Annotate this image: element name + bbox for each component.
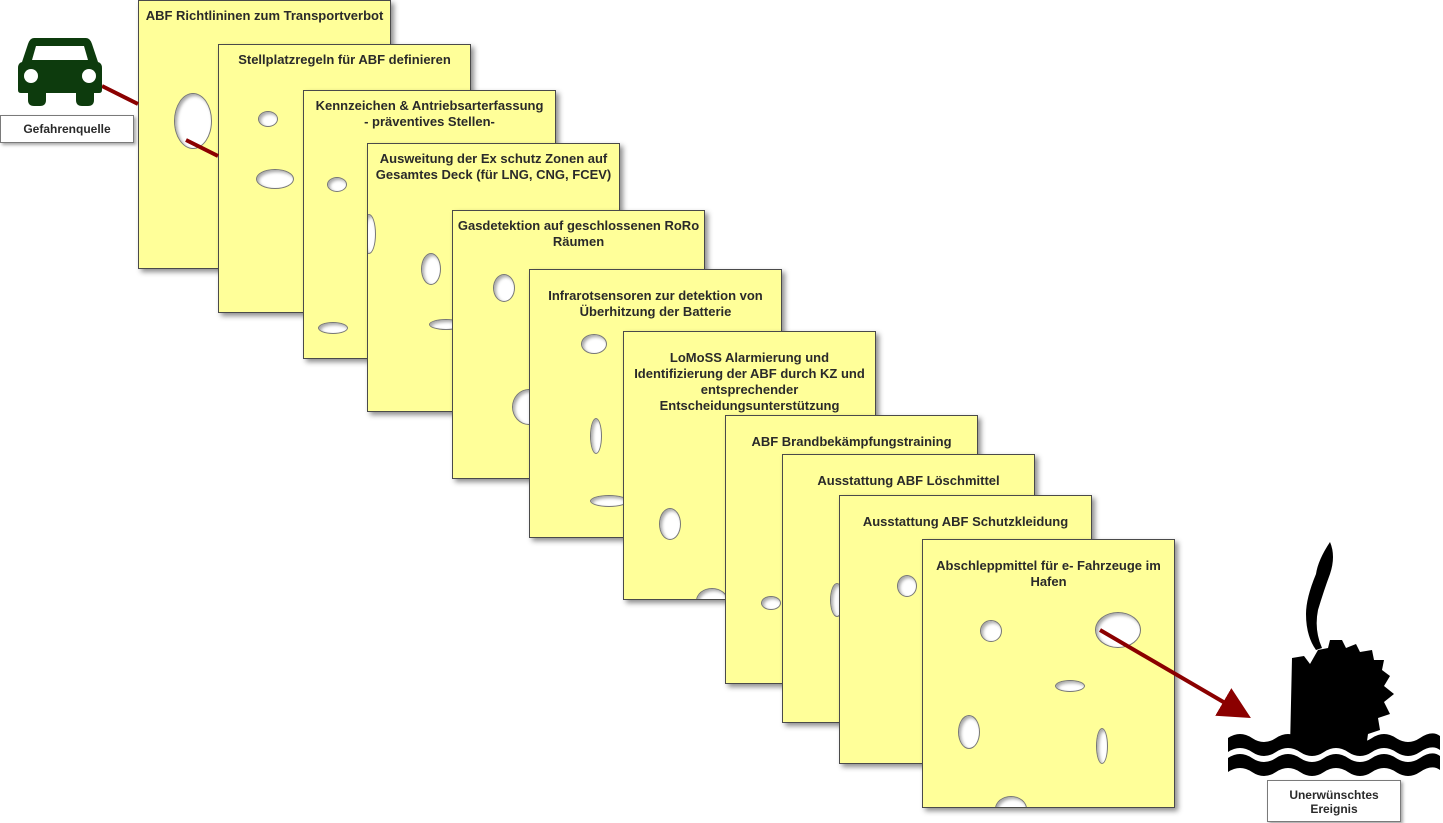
slice-towing-equipment: Abschleppmittel für e- Fahrzeuge im Hafe… (922, 539, 1175, 808)
slice-hole (1096, 728, 1108, 764)
slice-hole (327, 177, 347, 192)
slice-hole (493, 274, 515, 302)
hazard-path-segment (185, 138, 219, 158)
car-icon (18, 38, 102, 106)
slice-hole (761, 596, 781, 610)
slice-hole (174, 93, 212, 149)
slice-hole (1055, 680, 1085, 692)
slice-hole (958, 715, 980, 749)
slice-hole (318, 322, 348, 334)
slice-hole (258, 111, 278, 127)
slice-hole (581, 334, 607, 354)
slice-title: Kennzeichen & Antriebsarterfassung - prä… (315, 98, 544, 129)
slice-title: Ausweitung der Ex schutz Zonen auf Gesam… (375, 151, 612, 182)
slice-hole (421, 253, 441, 285)
event-label: Unerwünschtes Ereignis (1267, 780, 1401, 822)
slice-title: ABF Richtlininen zum Transportverbot (145, 8, 384, 23)
slice-hole (590, 418, 602, 454)
hazard-label: Gefahrenquelle (0, 115, 134, 143)
slice-hole (897, 575, 917, 597)
slice-title: Gasdetektion auf geschlossenen RoRo Räum… (457, 218, 700, 249)
sinking-ship-icon (1228, 542, 1440, 776)
slice-title: Abschleppmittel für e- Fahrzeuge im Hafe… (936, 558, 1161, 589)
slice-title: Infrarotsensoren zur detektion von Überh… (548, 288, 763, 319)
slice-title: Stellplatzregeln für ABF definieren (238, 52, 451, 67)
slice-hole (980, 620, 1002, 642)
slice-hole (256, 169, 294, 189)
event-arrow (1098, 628, 1251, 719)
slice-title: Ausstattung ABF Löschmittel (817, 473, 1000, 488)
hazard-path-segment (101, 84, 139, 106)
slice-title: ABF Brandbekämpfungstraining (751, 434, 952, 449)
slice-title: Ausstattung ABF Schutzkleidung (862, 514, 1069, 529)
slice-hole (659, 508, 681, 540)
slice-title: LoMoSS Alarmierung und Identifizierung d… (634, 350, 865, 413)
